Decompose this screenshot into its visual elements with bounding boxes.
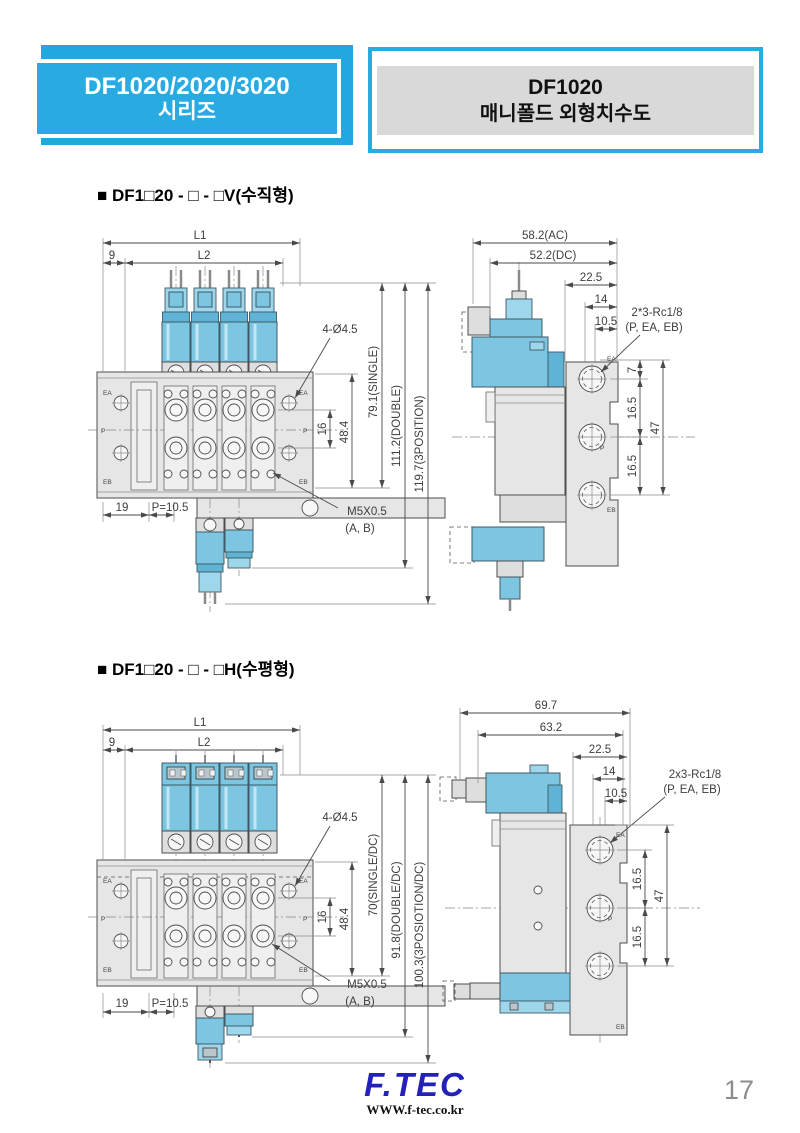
d2-flange-plate (569, 824, 628, 1036)
document-title-box: DF1020 매니폴드 외형치수도 (368, 47, 763, 153)
d1-dim-l2: L2 (198, 250, 211, 262)
d1-label-ea-left: EA (103, 390, 112, 397)
company-logo: F.TEC (364, 1066, 466, 1103)
d1-hanging-valve-long (195, 498, 225, 612)
d2-dim-632: 63.2 (540, 722, 562, 734)
section-title-horizontal: ■ DF1□20 - □ - □H(수평형) (97, 660, 295, 679)
d1-side-label-eb: EB (607, 507, 616, 514)
d1-dim-thread-ports: (A, B) (345, 523, 375, 535)
d1-flange-plate (565, 361, 619, 567)
d1-side-label-ea: EA (607, 356, 616, 363)
d1-label-p-left: P (101, 428, 105, 435)
d1-dim-16: 16 (317, 423, 329, 436)
d2-dim-pitch: P=10.5 (152, 998, 189, 1010)
series-title-line2: 시리즈 (158, 100, 216, 123)
d2-dim-thread-ports: (A, B) (345, 996, 375, 1008)
d1-dim-rc-ports: (P, EA, EB) (625, 322, 682, 334)
d1-dim-19: 19 (116, 502, 129, 514)
d1-dim-triple: 119.7(3POSITION) (414, 395, 426, 492)
d1-dim-165b: 16.5 (627, 455, 639, 477)
d2-hanging-valve-long (195, 986, 225, 1069)
d2-dim-225: 22.5 (589, 744, 611, 756)
d1-dim-rc: 2*3-Rc1/8 (631, 307, 682, 319)
d2-side-label-ea: EA (616, 832, 625, 839)
d2-dim-double: 91.8(DOUBLE/DC) (391, 861, 403, 958)
d1-dim-dc: 52.2(DC) (530, 250, 577, 262)
d2-label-p-right: P (303, 916, 307, 923)
d2-dim-single: 70(SINGLE/DC) (368, 834, 380, 917)
d2-dim-47: 47 (654, 890, 666, 903)
d1-dim-484: 48.4 (339, 420, 351, 443)
series-title-box: DF1020/2020/3020 시리즈 (33, 45, 353, 148)
d1-dim-7: 7 (627, 367, 639, 373)
d1-front-view: EA P EB EA P EB (88, 230, 446, 612)
d2-label-ea-right: EA (299, 878, 308, 885)
d1-dim-single: 79.1(SINGLE) (368, 346, 380, 418)
d1-dim-14: 14 (595, 294, 608, 306)
d2-dim-165a: 16.5 (632, 868, 644, 890)
d1-dim-225: 22.5 (580, 272, 602, 284)
d2-dim-165b: 16.5 (632, 926, 644, 948)
d2-label-ea-left: EA (103, 878, 112, 885)
d2-label-p-left: P (101, 916, 105, 923)
d2-dim-l2: L2 (198, 737, 211, 749)
company-url: WWW.f-tec.co.kr (366, 1102, 464, 1117)
document-title-band: DF1020 매니폴드 외형치수도 (377, 66, 754, 135)
series-title-box-front: DF1020/2020/3020 시리즈 (33, 59, 341, 138)
d1-dim-hole: 4-Ø4.5 (322, 324, 357, 336)
d1-dim-47: 47 (650, 422, 662, 435)
d2-dim-rc: 2x3-Rc1/8 (669, 769, 721, 781)
d1-dim-thread: M5X0.5 (347, 506, 387, 518)
d1-side-view: EA P EB 58.2(AC) 52.2(DC) 22.5 14 (449, 230, 695, 611)
company-logo-block: F.TEC WWW.f-tec.co.kr (330, 1068, 500, 1118)
page-number: 17 (723, 1075, 754, 1105)
d2-front-view: EA P EB EA P EB (88, 717, 446, 1069)
d2-dim-105: 10.5 (605, 788, 627, 800)
series-title-line1: DF1020/2020/3020 (84, 73, 290, 100)
d2-side-view: EA P EB 69.7 63.2 22.5 14 (439, 700, 721, 1043)
d2-dim-14: 14 (603, 766, 616, 778)
d2-dim-l1: L1 (194, 717, 207, 729)
d1-dim-l1: L1 (194, 230, 207, 242)
d2-hanging-valve-short (224, 986, 254, 1043)
d1-label-ea-right: EA (299, 390, 308, 397)
d1-dim-165a: 16.5 (627, 397, 639, 419)
d1-label-eb-left: EB (103, 479, 112, 486)
d1-dim-9: 9 (109, 250, 115, 262)
vertical-type-drawing: EA P EB EA P EB (88, 230, 695, 612)
model-name: DF1020 (528, 75, 603, 99)
section-title-vertical: ■ DF1□20 - □ - □V(수직형) (97, 186, 294, 205)
d2-dim-hole: 4-Ø4.5 (322, 812, 357, 824)
d2-dim-697: 69.7 (535, 700, 557, 712)
d1-hanging-valve-short (224, 498, 254, 576)
d2-dim-19: 19 (116, 998, 129, 1010)
d1-side-label-p: P (600, 445, 604, 452)
horizontal-type-drawing: EA P EB EA P EB (88, 700, 721, 1069)
d1-flange-ports (577, 364, 607, 510)
d1-dim-double: 111.2(DOUBLE) (391, 385, 403, 467)
d2-mounting-holes (112, 882, 298, 950)
d2-dim-484: 48.4 (339, 907, 351, 930)
d1-label-p-right: P (303, 428, 307, 435)
d2-dim-16: 16 (317, 911, 329, 924)
d2-dim-rc-ports: (P, EA, EB) (663, 784, 720, 796)
d2-side-label-p: P (608, 916, 612, 923)
document-subtitle: 매니폴드 외형치수도 (479, 102, 652, 125)
d1-label-eb-right: EB (299, 479, 308, 486)
d1-dim-ac: 58.2(AC) (522, 230, 568, 242)
d2-dim-triple: 100.3(3POSIOTION/DC) (414, 862, 426, 989)
d1-mounting-holes (112, 394, 298, 462)
d2-dim-9: 9 (109, 737, 115, 749)
d2-label-eb-left: EB (103, 967, 112, 974)
d2-label-eb-right: EB (299, 967, 308, 974)
d2-flange-ports (585, 835, 615, 981)
d1-dim-105: 10.5 (595, 316, 617, 328)
d2-side-label-eb: EB (616, 1024, 625, 1031)
d1-dim-pitch: P=10.5 (152, 502, 189, 514)
d2-dim-thread: M5X0.5 (347, 979, 387, 991)
